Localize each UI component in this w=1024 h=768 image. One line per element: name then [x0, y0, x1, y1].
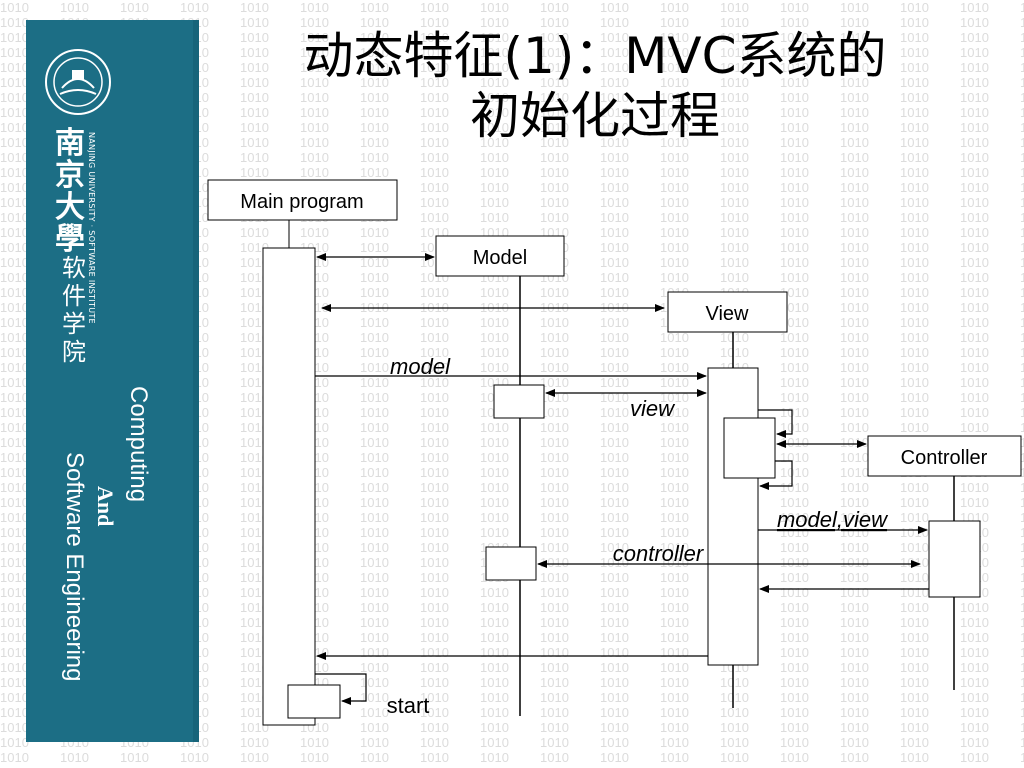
participant-model-label: Model	[473, 247, 527, 269]
self-message-start	[315, 673, 367, 705]
sidebar-edge	[193, 20, 199, 742]
institute-name: 软 件 学 院	[56, 254, 92, 366]
message-start-label: start	[387, 693, 430, 718]
message-controller-label: controller	[613, 541, 705, 566]
self-message-view-2	[759, 460, 793, 490]
participant-controller: Controller	[867, 435, 1022, 477]
institute-name-char: 学	[62, 310, 86, 338]
institute-name-char: 软	[62, 254, 86, 282]
slide-title: 动态特征(1)：MVC系统的 初始化过程	[200, 26, 990, 146]
activation-model-2	[485, 546, 537, 581]
institute-name-char: 院	[62, 338, 86, 366]
participant-controller-label: Controller	[901, 447, 988, 469]
university-name-char: 京	[55, 158, 85, 193]
university-name-char: 南	[55, 126, 85, 161]
participant-view-label: View	[706, 303, 750, 325]
participant-model: Model	[435, 235, 565, 277]
activation-model-1	[493, 384, 545, 419]
participant-main-program-label: Main program	[240, 191, 363, 213]
university-name-char: 大	[55, 190, 85, 225]
self-message-view-1	[758, 409, 793, 438]
activation-view-nested	[723, 417, 776, 479]
title-line-2: 初始化过程	[470, 87, 720, 145]
university-name: 南 京 大 學	[52, 128, 88, 256]
activation-controller	[928, 520, 981, 598]
university-name-char: 學	[55, 222, 85, 257]
institute-name-char: 件	[62, 282, 86, 310]
participant-view: View	[667, 291, 788, 333]
message-model-label: model	[390, 354, 451, 379]
university-seal-icon	[45, 49, 111, 115]
message-view-label: view	[630, 396, 676, 421]
activation-main-program	[262, 247, 316, 726]
title-line-1: 动态特征(1)：MVC系统的	[303, 27, 887, 85]
participant-main-program: Main program	[207, 179, 398, 221]
activation-view	[707, 367, 759, 666]
message-model-view-label: model,view	[777, 507, 889, 532]
sidebar-banner	[26, 20, 199, 742]
activation-main-start	[287, 684, 341, 719]
